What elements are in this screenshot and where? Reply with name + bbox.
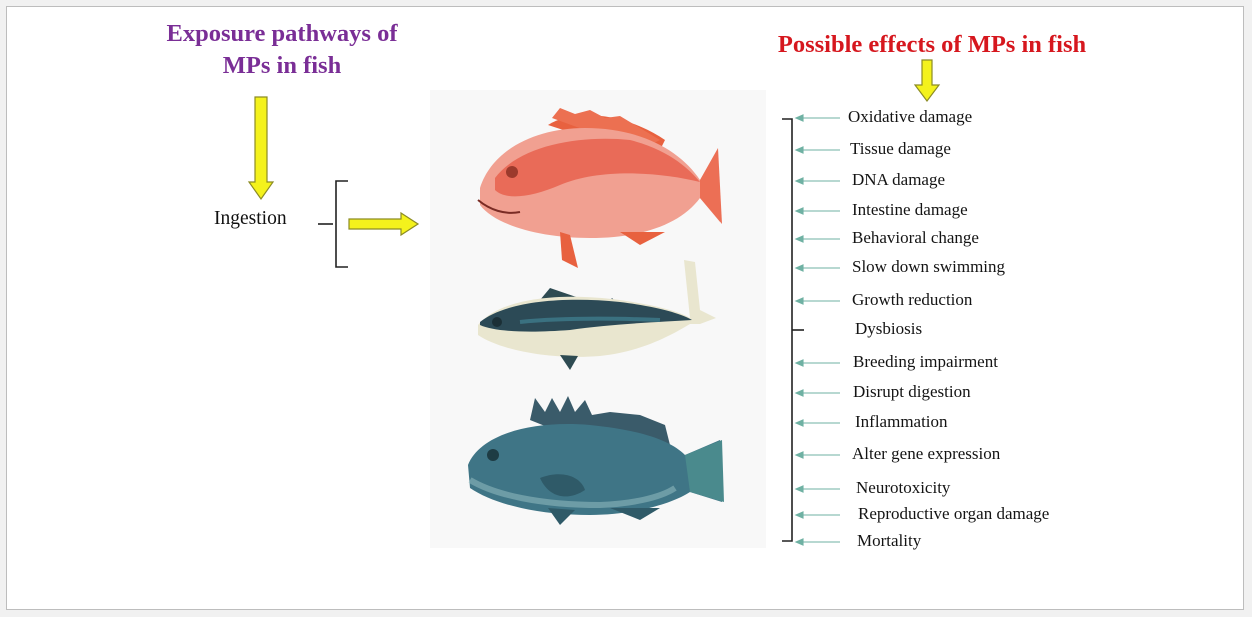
effect-item: DNA damage (852, 170, 945, 190)
effect-item: Intestine damage (852, 200, 968, 220)
effect-item: Breeding impairment (853, 352, 998, 372)
effect-item: Slow down swimming (852, 257, 1005, 277)
down-arrow-left (249, 97, 273, 199)
ingestion-bracket (318, 181, 348, 267)
down-arrow-right (915, 60, 939, 101)
tuna-fish-icon (478, 260, 716, 370)
effect-item: Oxidative damage (848, 107, 972, 127)
effect-item: Dysbiosis (855, 319, 922, 339)
ingestion-label: Ingestion (214, 208, 287, 230)
effect-item: Neurotoxicity (856, 478, 950, 498)
right-arrow-to-fish (349, 213, 418, 235)
effect-item: Reproductive organ damage (858, 504, 1049, 524)
effect-item: Behavioral change (852, 228, 979, 248)
blue-grouper-fish-icon (468, 396, 724, 525)
effect-item: Alter gene expression (852, 444, 1000, 464)
effect-item: Tissue damage (850, 139, 951, 159)
effect-item: Disrupt digestion (853, 382, 971, 402)
effect-item: Mortality (857, 531, 921, 551)
red-snapper-fish-icon (478, 108, 722, 268)
effect-item: Inflammation (855, 412, 948, 432)
effect-item: Growth reduction (852, 290, 972, 310)
